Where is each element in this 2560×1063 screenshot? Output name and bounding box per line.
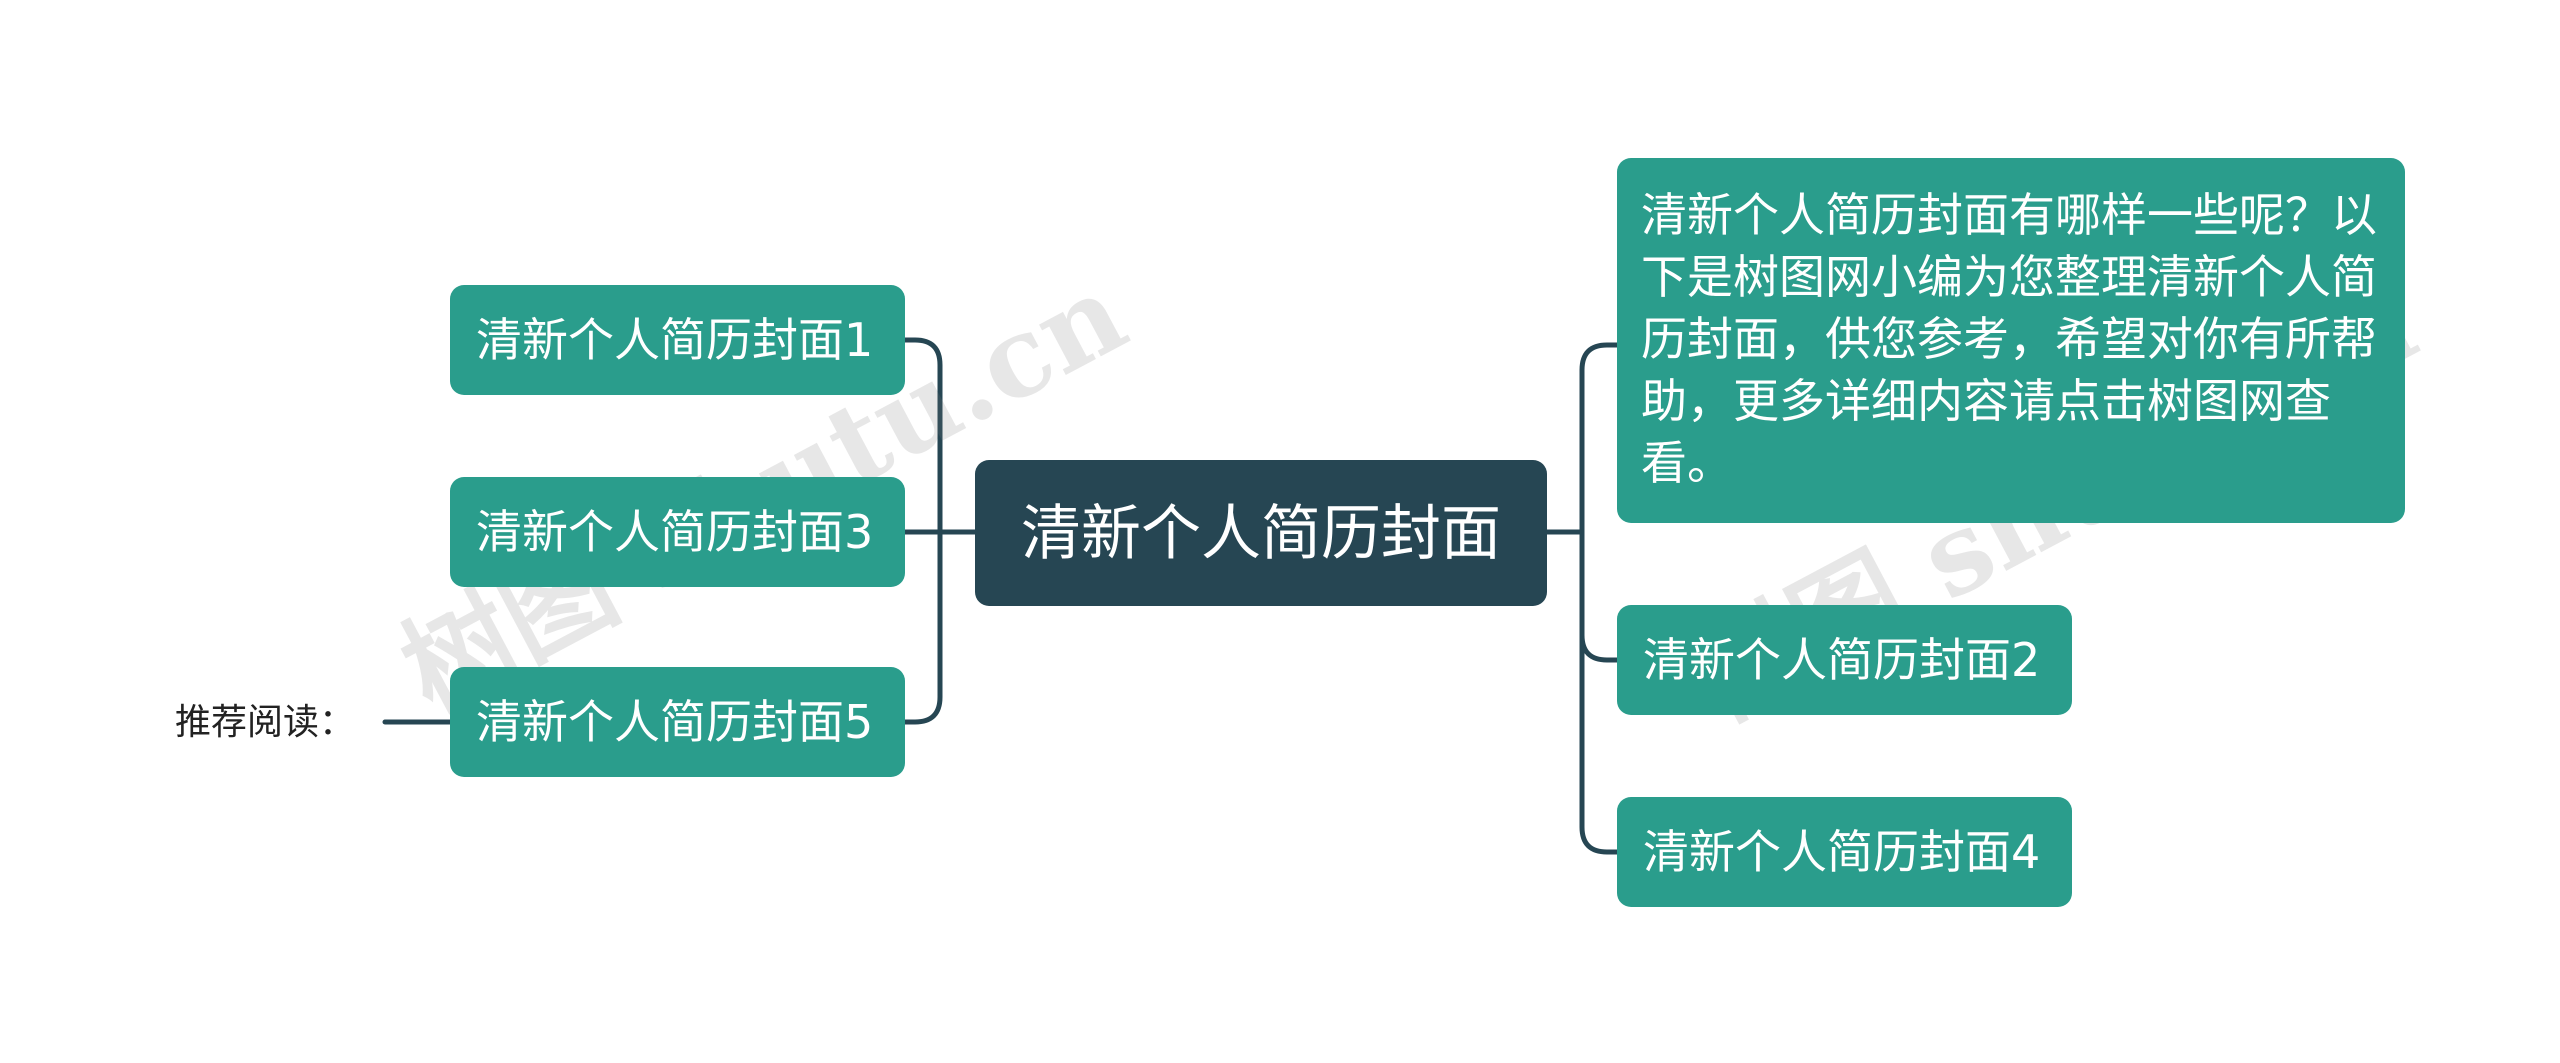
connector-left-1 <box>902 337 943 535</box>
connector-right-4 <box>1579 529 1620 855</box>
connector-right-desc <box>1579 342 1620 535</box>
branch-node-1[interactable]: 清新个人简历封面1 <box>450 285 905 395</box>
recommended-reading-label: 推荐阅读： <box>175 702 356 743</box>
description-node[interactable]: 清新个人简历封面有哪样一些呢？以下是树图网小编为您整理清新个人简历封面，供您参考… <box>1617 158 2405 523</box>
branch-node-5[interactable]: 清新个人简历封面5 <box>450 667 905 777</box>
root-node[interactable]: 清新个人简历封面 <box>975 460 1547 606</box>
connector-left-5 <box>902 529 943 725</box>
connector-right-2 <box>1579 529 1620 663</box>
branch-node-3[interactable]: 清新个人简历封面3 <box>450 477 905 587</box>
branch-node-2[interactable]: 清新个人简历封面2 <box>1617 605 2072 715</box>
branch-node-4[interactable]: 清新个人简历封面4 <box>1617 797 2072 907</box>
